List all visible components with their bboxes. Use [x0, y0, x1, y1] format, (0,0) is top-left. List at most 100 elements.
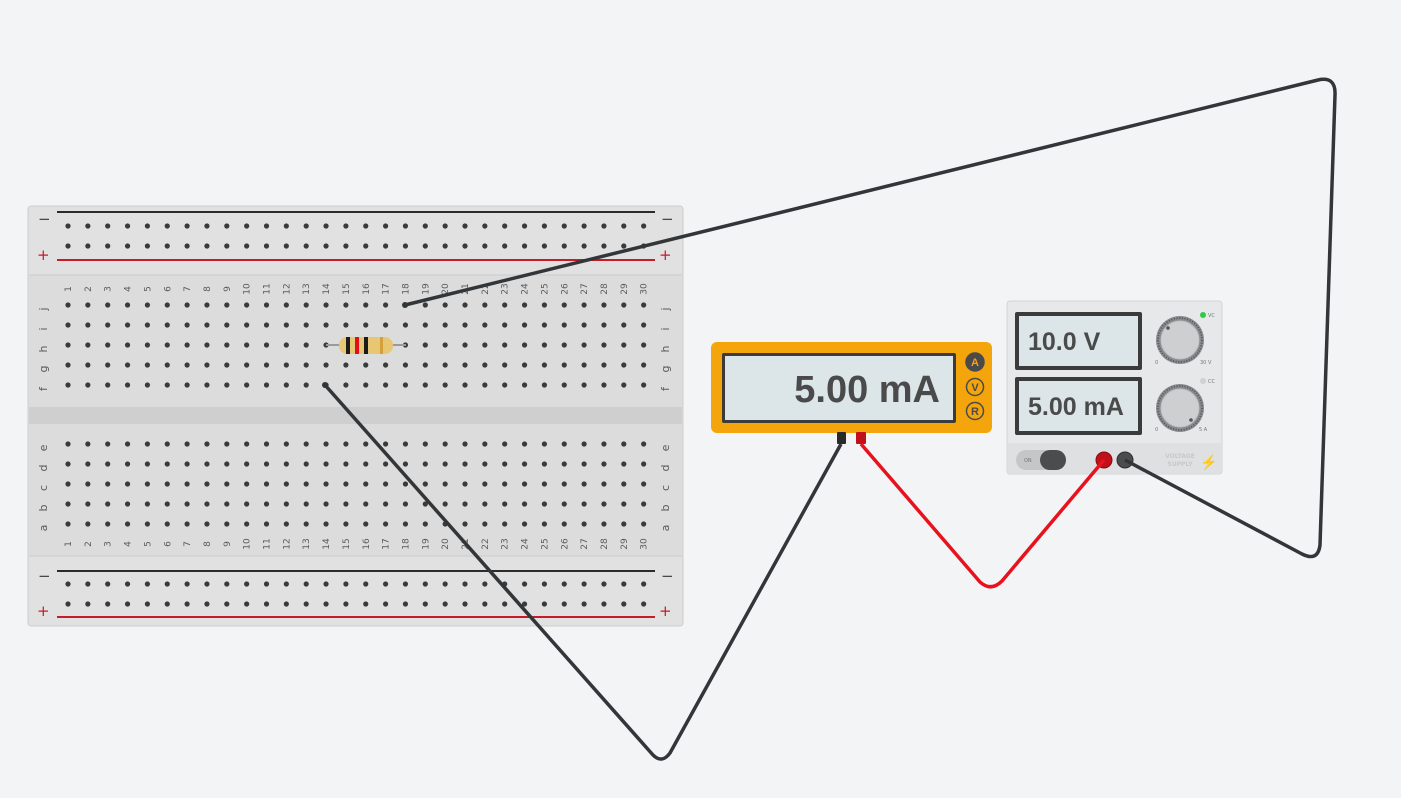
breadboard-hole[interactable] [204, 581, 210, 587]
breadboard-hole[interactable] [204, 461, 210, 467]
breadboard-hole[interactable] [164, 243, 170, 249]
breadboard-hole[interactable] [521, 342, 528, 348]
breadboard-hole[interactable] [383, 382, 389, 388]
breadboard-hole[interactable] [85, 302, 91, 308]
breadboard-hole[interactable] [224, 501, 230, 507]
breadboard-hole[interactable] [105, 342, 111, 348]
breadboard-hole[interactable] [85, 501, 91, 507]
mode-button-r[interactable]: R [965, 401, 985, 421]
breadboard-hole[interactable] [541, 521, 548, 527]
breadboard-hole[interactable] [363, 521, 369, 527]
black-wire-breadboard-to-multimeter[interactable] [323, 383, 843, 761]
breadboard-hole[interactable] [263, 601, 270, 607]
breadboard-hole[interactable] [402, 382, 409, 388]
breadboard-hole[interactable] [502, 342, 508, 348]
breadboard-hole[interactable] [65, 441, 71, 447]
breadboard-hole[interactable] [601, 362, 607, 368]
breadboard-hole[interactable] [521, 481, 528, 487]
breadboard-hole[interactable] [521, 382, 528, 388]
breadboard-hole[interactable] [343, 243, 349, 249]
breadboard-hole[interactable] [482, 243, 488, 249]
breadboard-hole[interactable] [164, 501, 170, 507]
breadboard-hole[interactable] [144, 223, 150, 229]
breadboard-hole[interactable] [581, 501, 587, 507]
breadboard-hole[interactable] [343, 382, 349, 388]
breadboard-hole[interactable] [343, 521, 349, 527]
breadboard-hole[interactable] [65, 481, 71, 487]
breadboard-hole[interactable] [105, 581, 111, 587]
breadboard-hole[interactable] [323, 501, 329, 507]
breadboard-hole[interactable] [283, 362, 289, 368]
breadboard-hole[interactable] [343, 302, 349, 308]
breadboard-hole[interactable] [541, 223, 548, 229]
breadboard-hole[interactable] [85, 601, 91, 607]
breadboard-hole[interactable] [541, 461, 548, 467]
breadboard-hole[interactable] [402, 461, 409, 467]
breadboard-hole[interactable] [363, 322, 369, 328]
breadboard-hole[interactable] [402, 362, 409, 368]
breadboard-hole[interactable] [124, 601, 131, 607]
breadboard-hole[interactable] [204, 362, 210, 368]
breadboard-hole[interactable] [502, 521, 508, 527]
mode-button-a[interactable]: A [965, 352, 985, 372]
breadboard-hole[interactable] [124, 581, 131, 587]
wire-endpoint[interactable] [402, 302, 408, 308]
breadboard-hole[interactable] [244, 362, 250, 368]
breadboard-hole[interactable] [263, 501, 270, 507]
breadboard-hole[interactable] [641, 481, 647, 487]
breadboard-hole[interactable] [462, 481, 468, 487]
breadboard-hole[interactable] [482, 342, 488, 348]
breadboard-hole[interactable] [422, 501, 428, 507]
breadboard-hole[interactable] [65, 243, 71, 249]
breadboard-hole[interactable] [383, 223, 389, 229]
breadboard-hole[interactable] [303, 223, 309, 229]
breadboard-hole[interactable] [482, 461, 488, 467]
breadboard-hole[interactable] [204, 521, 210, 527]
breadboard-hole[interactable] [283, 243, 289, 249]
breadboard-hole[interactable] [601, 382, 607, 388]
breadboard-hole[interactable] [224, 581, 230, 587]
mode-button-v[interactable]: V [965, 377, 985, 397]
breadboard-hole[interactable] [303, 322, 309, 328]
breadboard-hole[interactable] [105, 501, 111, 507]
breadboard-hole[interactable] [521, 322, 528, 328]
breadboard-hole[interactable] [601, 521, 607, 527]
breadboard-hole[interactable] [462, 302, 468, 308]
breadboard-hole[interactable] [601, 342, 607, 348]
breadboard-hole[interactable] [263, 243, 270, 249]
breadboard-hole[interactable] [402, 481, 409, 487]
breadboard-hole[interactable] [323, 223, 329, 229]
breadboard-hole[interactable] [621, 441, 627, 447]
breadboard-hole[interactable] [462, 441, 468, 447]
breadboard-hole[interactable] [343, 601, 349, 607]
breadboard-hole[interactable] [323, 441, 329, 447]
breadboard-hole[interactable] [343, 322, 349, 328]
breadboard-hole[interactable] [303, 441, 309, 447]
breadboard-hole[interactable] [601, 461, 607, 467]
breadboard-hole[interactable] [283, 501, 289, 507]
breadboard-hole[interactable] [601, 223, 607, 229]
breadboard-hole[interactable] [164, 322, 170, 328]
breadboard-hole[interactable] [124, 382, 131, 388]
breadboard-hole[interactable] [442, 581, 448, 587]
breadboard-hole[interactable] [65, 382, 71, 388]
breadboard-hole[interactable] [482, 382, 488, 388]
breadboard-hole[interactable] [124, 461, 131, 467]
breadboard-hole[interactable] [144, 322, 150, 328]
breadboard-hole[interactable] [164, 601, 170, 607]
breadboard-hole[interactable] [641, 521, 647, 527]
breadboard-hole[interactable] [323, 581, 329, 587]
breadboard-hole[interactable] [561, 362, 567, 368]
breadboard-hole[interactable] [502, 601, 508, 607]
breadboard-hole[interactable] [641, 581, 647, 587]
breadboard-hole[interactable] [204, 382, 210, 388]
breadboard-hole[interactable] [224, 601, 230, 607]
breadboard-hole[interactable] [224, 461, 230, 467]
breadboard-hole[interactable] [85, 362, 91, 368]
breadboard-hole[interactable] [184, 322, 190, 328]
breadboard-hole[interactable] [601, 441, 607, 447]
breadboard-hole[interactable] [85, 441, 91, 447]
breadboard-hole[interactable] [144, 601, 150, 607]
breadboard-hole[interactable] [502, 362, 508, 368]
breadboard-hole[interactable] [621, 243, 627, 249]
